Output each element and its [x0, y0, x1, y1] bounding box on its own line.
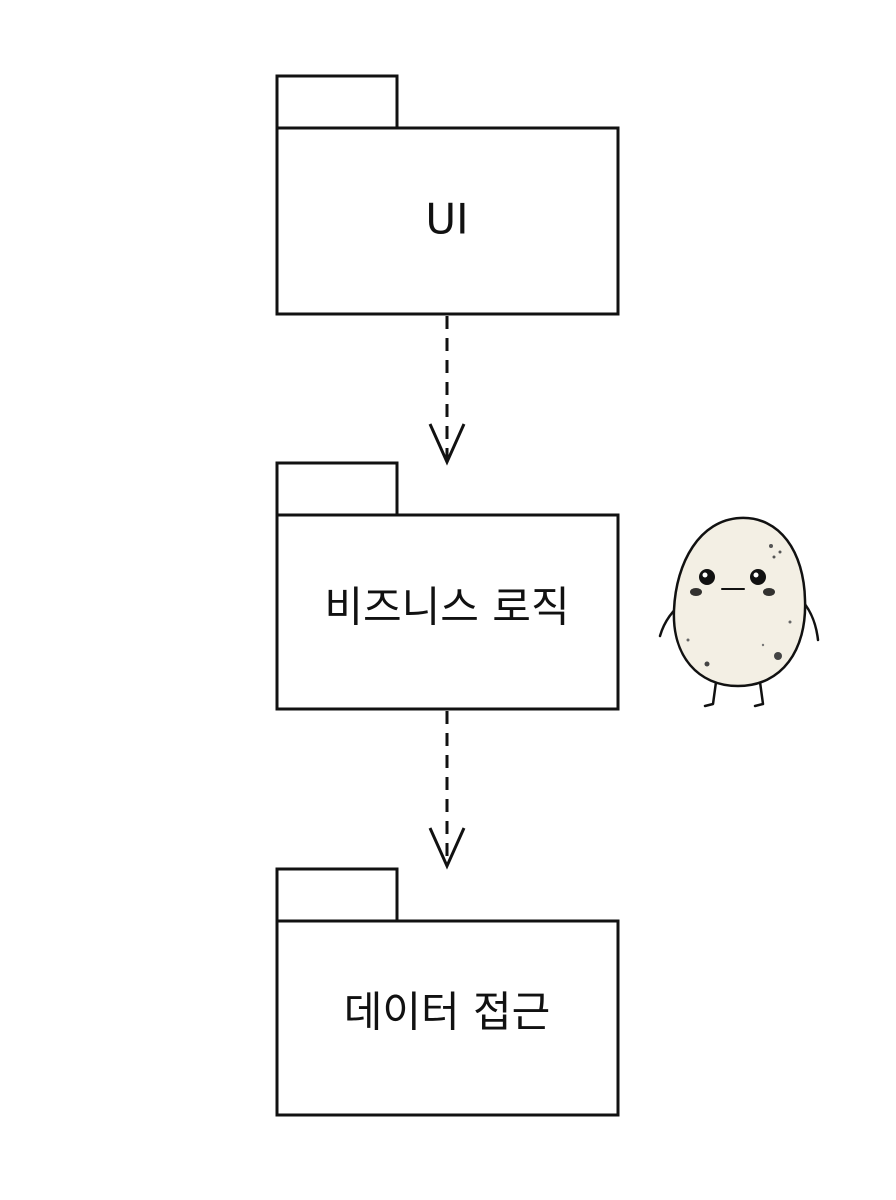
package-data-access-body [275, 919, 620, 1117]
mascot-left-eye-shine [702, 572, 708, 578]
package-ui-body [275, 126, 620, 316]
mascot-left-leg [703, 680, 718, 708]
package-ui-tab [275, 74, 399, 130]
mascot-spot [778, 550, 782, 554]
dependency-arrow-ui-business [428, 316, 466, 466]
mascot-right-eye [750, 569, 766, 585]
mascot-spot [704, 661, 710, 667]
arrowhead-icon [428, 423, 466, 466]
mascot-spot [761, 643, 765, 647]
mascot-left-blush [690, 588, 702, 596]
mascot-right-leg [753, 680, 765, 708]
package-data-access-tab [275, 867, 399, 923]
mascot-right-blush [763, 588, 775, 596]
package-business-logic-label: 비즈니스 로직 [324, 583, 569, 632]
package-data-access: 데이터 접근 [275, 867, 620, 1117]
mascot-spot [772, 555, 776, 559]
potato-mascot-icon [658, 516, 820, 708]
package-ui: UI [275, 74, 620, 316]
mascot-spot [686, 638, 690, 642]
package-business-logic-body [275, 513, 620, 711]
mascot-spot [788, 620, 792, 624]
mascot-spot [769, 544, 773, 548]
package-data-access-label: 데이터 접근 [344, 988, 551, 1037]
package-business-logic: 비즈니스 로직 [275, 461, 620, 711]
arrowhead-icon [428, 827, 466, 870]
mascot-right-eye-shine [753, 572, 759, 578]
mascot-left-eye [699, 569, 715, 585]
mascot-spot [774, 652, 782, 660]
mascot-body [672, 516, 807, 688]
package-business-logic-tab [275, 461, 399, 517]
dependency-arrow-business-data [428, 711, 466, 870]
package-ui-label: UI [425, 195, 468, 244]
